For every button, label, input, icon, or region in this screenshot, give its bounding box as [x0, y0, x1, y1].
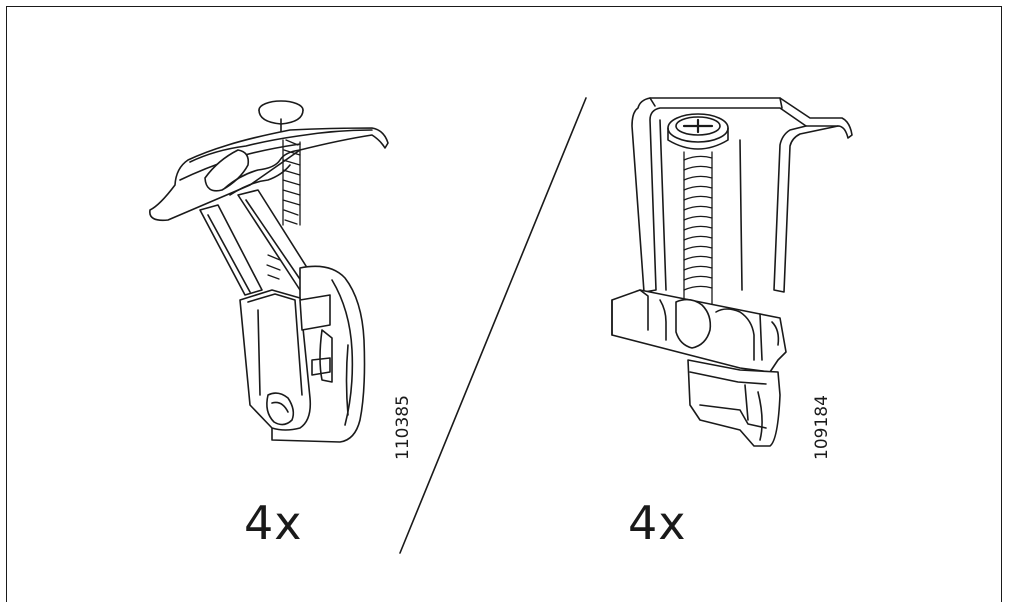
article-number-left: 110385 — [393, 395, 413, 460]
clip-bracket-illustration — [149, 100, 389, 443]
clamp-bracket-illustration — [611, 97, 853, 447]
quantity-label-left: 4x — [244, 496, 303, 550]
article-number-right: 109184 — [812, 395, 832, 460]
divider-line — [399, 97, 587, 554]
instruction-panel — [6, 6, 1002, 602]
quantity-label-right: 4x — [628, 496, 687, 550]
